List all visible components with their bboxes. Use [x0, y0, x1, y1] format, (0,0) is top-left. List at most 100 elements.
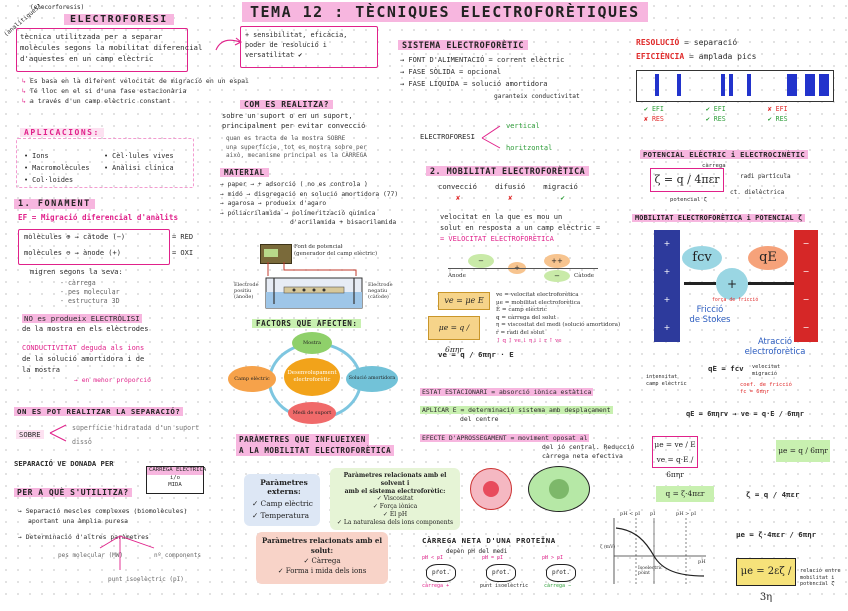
bullet-2: ↳ Té lloc en el si d'una fase estacionàr…	[22, 87, 187, 95]
formula-box-2: μe = q / 6πηr	[428, 316, 480, 354]
eficiencia: EFICIÈNCIA = amplada pics	[636, 52, 757, 61]
conductivitat: CONDUCTIVITAT deguda als ions de la solu…	[22, 344, 145, 374]
band-marks: ✔ EFI✔ EFI✘ EFI ✘ RES✔ RES✔ RES	[644, 105, 788, 123]
molecules-neg: molècules ⊖ → ànode (+)	[24, 249, 121, 257]
cathode-lbl: Càtode	[574, 273, 595, 279]
factors-heading: FACTORS QUE AFECTEN:	[252, 319, 362, 328]
fcv-bubble: fcv	[682, 246, 722, 270]
triple-marks: ✘✘✔	[456, 194, 565, 202]
eq6-box: q = ζ·4πεr	[656, 486, 714, 502]
eq8: μe = ζ·4πεr / 6πηr	[736, 530, 817, 539]
factor-solucio: Solució amortidora	[346, 366, 398, 392]
eq9-box: μe = 2εζ / 3η	[736, 558, 796, 603]
factor-medi: Medi de suport	[288, 402, 336, 424]
zeta-note-ct: ct. dielèctrica	[730, 189, 785, 196]
sobre-options: superfície hidratada d'un suport dissò	[72, 424, 200, 446]
ion-cloud-2	[528, 466, 590, 512]
aplicar-e: APLICAR E = determinació sistema amb des…	[420, 406, 613, 423]
solvent-params-card: Paràmetres relacionats amb el solvent i …	[330, 468, 460, 530]
page-title: TEMA 12 : TÈCNIQUES ELECTROFORÈTIQUES	[242, 2, 648, 22]
band-1	[655, 74, 659, 96]
aplicacions-list-b: • Cèl·lules vives • Anàlisi clínica	[104, 152, 174, 172]
electro-label: ELECTROFORESI	[420, 133, 475, 141]
protein-row: prot. prot. prot. pH < pI pH = pI pH > p…	[422, 555, 596, 596]
conductivitat-note: → en menor proporció	[74, 376, 151, 384]
mobilitat-heading: 2. MOBILITAT ELECTROFORÈTICA	[426, 166, 590, 176]
estat-estacionari: ESTAT ESTACIONARI = absorció iònica està…	[420, 388, 594, 396]
uses-pi: punt isoelèctric (pI)	[108, 576, 184, 583]
band-7	[805, 74, 815, 96]
com-es-heading: COM ES REALITZA?	[240, 100, 334, 109]
uses-list: → Separació mescles complexes (biomolècu…	[18, 507, 188, 541]
factor-camp: Camp elèctric	[228, 366, 276, 392]
potencial-heading: POTENCIAL ELÈCTRIC i ELECTROCINÈTIC	[640, 150, 808, 159]
factor-mostra: Mostra	[292, 332, 332, 354]
separacio-donada: SEPARACIÓ VE DONADA PER	[14, 459, 114, 468]
efecte-aprossegament: EFECTE D'APROSSEGAMENT = moviment oposat…	[420, 434, 635, 460]
q-separacio: ON ES POT REALITZAR LA SEPARACIÓ?	[14, 407, 184, 416]
band-3	[721, 74, 725, 96]
velocity-definition: velocitat en la que es mou un solut en r…	[440, 213, 601, 243]
carrega-sub: depèn pH del medi	[446, 548, 508, 555]
formula-box-1: ve = μe E	[438, 292, 490, 310]
eq5-box: μe = q / 6πηr	[776, 440, 830, 462]
material-heading: MATERIAL	[220, 168, 269, 177]
com-es-text: sobre un suport o en un suport, principa…	[222, 112, 366, 130]
migren-text: migren segons la seva:	[30, 268, 123, 276]
uses-mw: pes molecular (MW)	[58, 552, 124, 559]
carrega-heading: CÀRREGA NETA D'UNA PROTEÏNA	[422, 536, 556, 545]
per-que-heading: PER A QUÈ S'UTILITZA?	[14, 488, 132, 497]
bullet-1: ↳ Es basa en la diferent velocitat de mi…	[22, 77, 249, 85]
tag-elecorforesis: (elecorforesis)	[30, 4, 85, 11]
qe-bubble: qE	[748, 246, 788, 270]
external-params-card: Paràmetres externs: ✓ Camp elèctric✓ Tem…	[244, 474, 320, 526]
band-2	[677, 74, 681, 96]
band-8	[819, 74, 829, 96]
ef-definition: EF = Migració diferencial d'anàlits	[18, 213, 179, 222]
material-list: → paper → + adsorció ( no es controla ) …	[220, 181, 399, 226]
zeta-note-carrega: càrrega	[702, 163, 726, 169]
red-label: = RED	[172, 233, 194, 241]
molecules-pos: molècules ⊕ → càtode (−)	[24, 233, 126, 241]
band-4	[729, 74, 733, 96]
psu-label: Font de potencial (generador del camp el…	[294, 244, 378, 257]
fonament-heading: 1. FONAMENT	[14, 199, 95, 209]
sobre-label: SOBRE	[16, 430, 44, 439]
electrode-box	[18, 229, 170, 265]
no-electrolisi: NO es produeix ELECTRÒLISI	[22, 314, 142, 323]
sistema-heading: SISTEMA ELECTROFORÈTIC	[398, 40, 528, 50]
zeta-ph-graph: pH < pI pI pH > pI Isoelectric point pH …	[600, 511, 706, 584]
uses-branches	[99, 535, 155, 570]
oxi-label: = OXI	[172, 249, 194, 257]
zeta-note-radi: radi partícula	[740, 173, 791, 180]
sistema-list: → FONT D'ALIMENTACIÓ = corrent elèctric …	[400, 56, 565, 88]
qe-eq: qE = fcv	[708, 364, 744, 373]
migren-list: - càrrega - pes molecular - estructura 3…	[60, 279, 120, 305]
solute-params-card: Paràmetres relacionats amb el solut: ✓ C…	[256, 532, 388, 584]
anode-lbl: Ànode	[448, 273, 466, 279]
sobre-arrows	[49, 424, 67, 442]
horitzontal-label: horitzontal	[506, 144, 553, 152]
friction-arrow	[684, 282, 716, 285]
params-heading: PARÀMETRES QUE INFLUEIXEN A LA MOBILITAT…	[236, 434, 395, 456]
eq7: ζ = q / 4πεr	[746, 490, 800, 499]
attraction-arrow	[748, 282, 794, 285]
def-line-3: d'aquestes en un camp elèctric	[20, 54, 154, 63]
aplicacions-list-a: • Ions • Macromolècules • Col·loides	[24, 152, 90, 184]
aplicacions-heading: APLICACIONS:	[20, 128, 104, 137]
tank-drawing	[265, 262, 363, 309]
aplicacions-box	[16, 138, 194, 188]
anode-plate: ++++	[654, 230, 680, 342]
definition-bullets: ↳ Es basa en la diferent velocitat de mi…	[22, 76, 249, 106]
separacio-box: CÀRREGA ELÈCTRICA i/o MIDA	[146, 466, 206, 494]
